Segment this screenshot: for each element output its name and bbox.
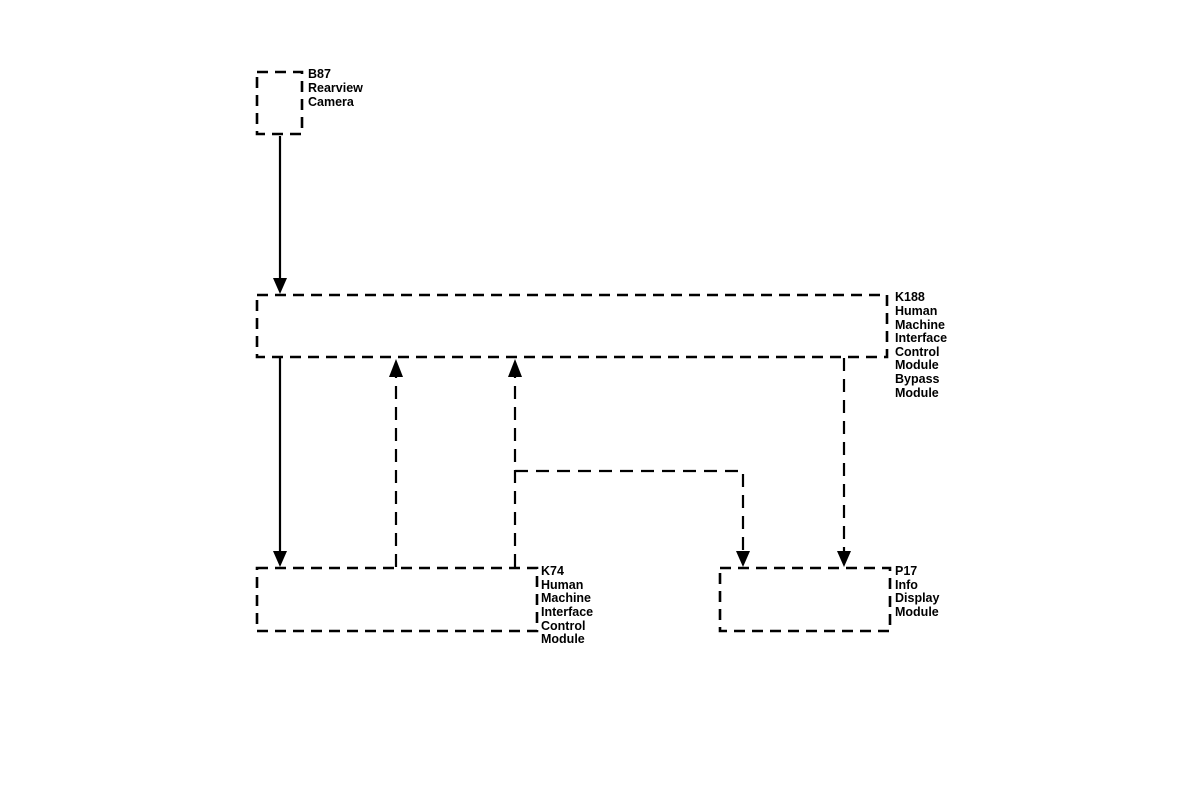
b87-label: B87 Rearview Camera [308, 67, 366, 109]
wire-k74-to-p17 [515, 469, 745, 553]
arrow-k188-to-p17 [837, 551, 851, 567]
arrow-k74-to-k188-a [389, 359, 403, 377]
p17-label: P17 Info Display Module [895, 564, 943, 619]
b87-box [255, 70, 304, 136]
arrow-k188-to-k74 [273, 551, 287, 567]
arrow-b87-to-k188 [273, 278, 287, 294]
k188-box [255, 293, 889, 359]
k188-label: K188 Human Machine Interface Control Mod… [895, 290, 951, 400]
k74-label: K74 Human Machine Interface Control Modu… [541, 564, 597, 646]
p17-box [718, 566, 892, 633]
k74-box [255, 566, 539, 633]
arrow-k74-to-k188-b [508, 359, 522, 377]
arrow-k74-to-p17 [736, 551, 750, 567]
